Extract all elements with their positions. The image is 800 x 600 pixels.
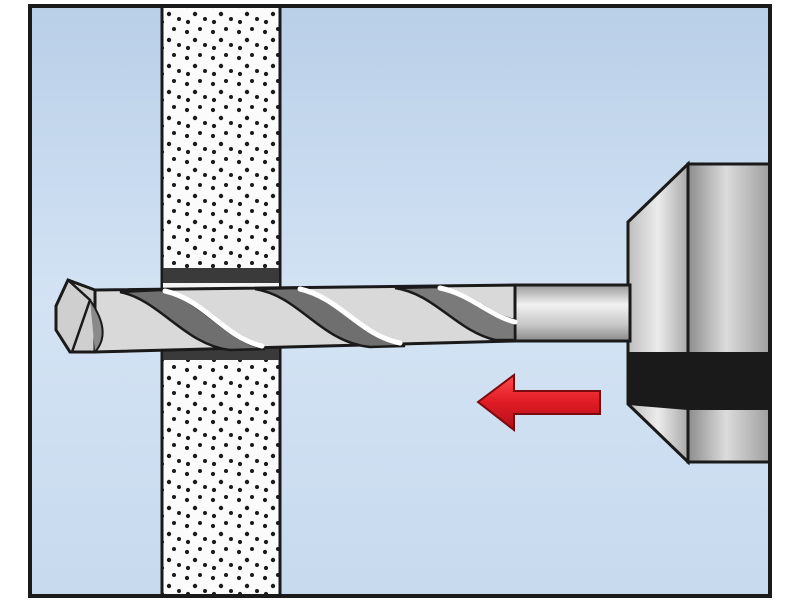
arrow-left-icon xyxy=(476,373,601,433)
drill-bit xyxy=(54,278,632,354)
drill-chuck xyxy=(626,160,770,466)
frame-border xyxy=(28,4,772,598)
